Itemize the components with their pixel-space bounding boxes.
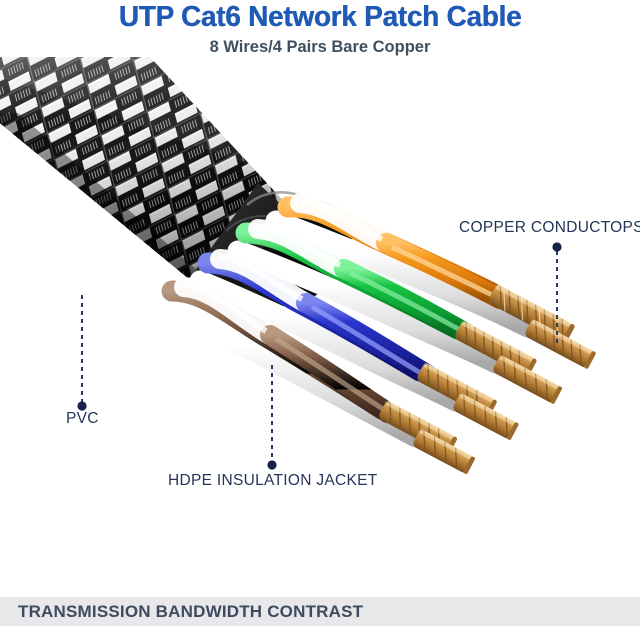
orange-pair: [265, 193, 539, 338]
page-title: UTP Cat6 Network Patch Cable: [118, 1, 522, 33]
header: UTP Cat6 Network Patch Cable 8 Wires/4 P…: [0, 0, 640, 62]
callout-label-pvc: PVC: [66, 410, 99, 427]
blue-pair: [189, 249, 467, 412]
cable-illustration: [0, 55, 640, 475]
leader-dot-hdpe: [267, 460, 277, 470]
callout-label-hdpe-insulation-jacket: HDPE INSULATION JACKET: [168, 472, 378, 489]
section-banner: TRANSMISSION BANDWIDTH CONTRAST: [0, 597, 640, 626]
callout-label-copper-conductors: COPPER CONDUCTOPS: [459, 219, 640, 236]
leader-lines: [81, 251, 558, 461]
green-pair: [227, 219, 507, 374]
leader-dot-copper: [552, 242, 562, 252]
page-subtitle: 8 Wires/4 Pairs Bare Copper: [209, 37, 431, 56]
leader-dot-pvc: [77, 401, 87, 411]
section-banner-title: TRANSMISSION BANDWIDTH CONTRAST: [18, 602, 364, 621]
leader-dots: [77, 242, 562, 470]
bare-copper-strands: [379, 284, 596, 475]
